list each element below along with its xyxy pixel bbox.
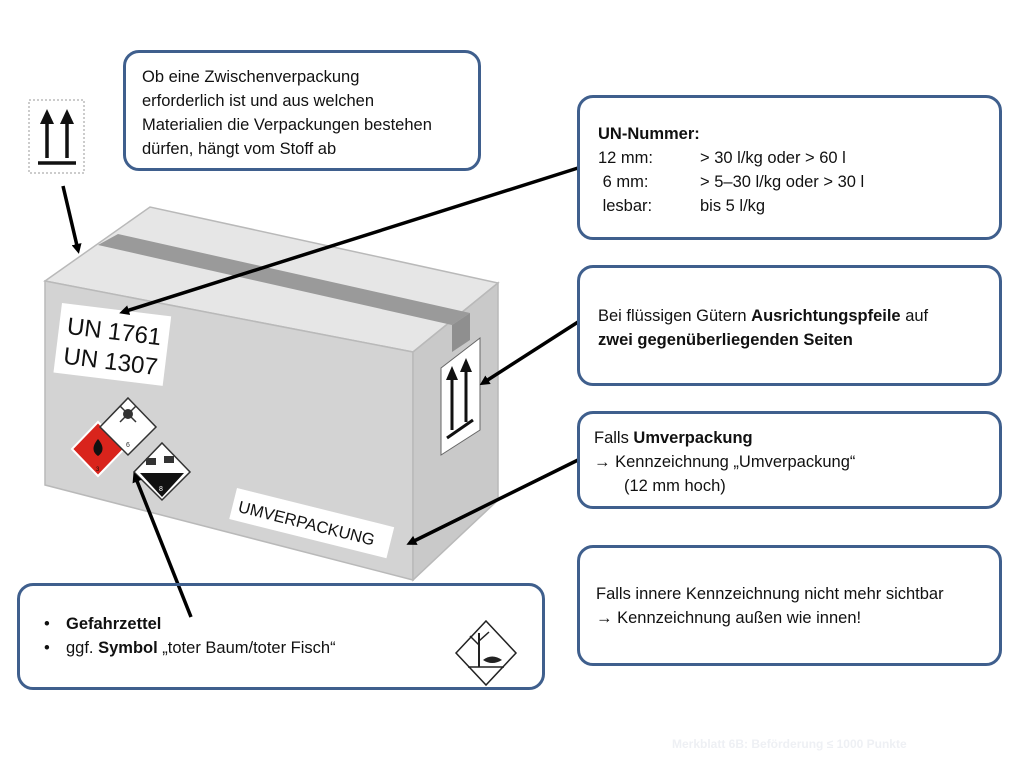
hazard-item-1-text: Gefahrzettel xyxy=(66,615,162,633)
un-row-value: > 30 l/kg oder > 60 l xyxy=(700,149,846,167)
packaging-line-3: Materialien die Verpackungen bestehen xyxy=(142,116,432,134)
callout-overpack: Falls Umverpackung → Kennzeichnung „Umve… xyxy=(577,411,1002,509)
box-tape-side xyxy=(452,313,470,352)
callout-un-number: UN-Nummer: 12 mm: > 30 l/kg oder > 60 l … xyxy=(577,95,1002,240)
box-tape xyxy=(98,234,470,325)
corrosive-class-number: 8 xyxy=(159,486,163,493)
hazard-item-2-pre: ggf. xyxy=(66,639,99,657)
un-row-6mm: 6 mm: > 5–30 l/kg oder > 30 l xyxy=(598,170,981,194)
un-number-title: UN-Nummer: xyxy=(598,125,700,143)
un-row-key: lesbar: xyxy=(598,197,653,215)
callout-hazard-labels: Gefahrzettel ggf. Symbol „toter Baum/tot… xyxy=(17,583,545,690)
hazard-item-2-post: „toter Baum/toter Fisch“ xyxy=(157,639,336,657)
inner-line-2: → Kennzeichnung außen wie innen! xyxy=(596,609,862,627)
callout-orientation-arrows: Bei flüssigen Gütern Ausrichtungspfeile … xyxy=(577,265,1002,386)
un-row-12mm: 12 mm: > 30 l/kg oder > 60 l xyxy=(598,146,981,170)
flame-class-number: 3 xyxy=(96,467,100,473)
hazard-item-1: Gefahrzettel xyxy=(34,612,528,636)
packaging-line-2: erforderlich ist und aus welchen xyxy=(142,92,375,110)
footer-note: Merkblatt 6B: Beförderung ≤ 1000 Punkte xyxy=(672,737,907,751)
overpack-line-2: → Kennzeichnung „Umverpackung“ xyxy=(594,453,856,471)
un-row-value: > 5–30 l/kg oder > 30 l xyxy=(700,173,865,191)
packaging-line-1: Ob eine Zwischenverpackung xyxy=(142,68,360,86)
arrow-to-overpack-label xyxy=(406,458,579,545)
hazard-item-2: ggf. Symbol „toter Baum/toter Fisch“ xyxy=(34,636,528,660)
arrows-line-2: zwei gegenüberliegenden Seiten xyxy=(598,328,981,352)
un-row-value: bis 5 l/kg xyxy=(700,197,766,215)
pointer-arrows xyxy=(61,166,579,618)
callout-packaging: Ob eine Zwischenverpackung erforderlich … xyxy=(123,50,481,171)
orientation-arrows-on-box xyxy=(440,336,481,456)
overpack-line-1: Falls Umverpackung xyxy=(594,426,985,450)
overpack-bold: Umverpackung xyxy=(633,429,753,447)
un-row-readable: lesbar: bis 5 l/kg xyxy=(598,194,981,218)
arrows-pre: Bei flüssigen Gütern xyxy=(598,307,752,325)
arrow-to-hazard-labels xyxy=(132,472,193,618)
overpack-line-3: (12 mm hoch) xyxy=(624,477,726,495)
hazard-label-corrosive: 8 xyxy=(132,441,192,502)
un-row-key: 6 mm: xyxy=(598,173,649,191)
un-number-label: UN 1761 UN 1307 xyxy=(53,303,172,386)
skull-class-number: 6 xyxy=(126,442,130,449)
overpack-pre: Falls xyxy=(594,429,634,447)
arrows-bold-2: zwei gegenüberliegenden Seiten xyxy=(598,331,853,349)
arrows-post: auf xyxy=(900,307,929,325)
arrows-bold-1: Ausrichtungspfeile xyxy=(751,307,901,325)
un-row-key: 12 mm: xyxy=(598,149,654,167)
arrow-to-orientation-label xyxy=(479,320,579,386)
hazard-item-2-bold: Symbol xyxy=(98,639,158,657)
packaging-line-4: dürfen, hängt vom Stoff ab xyxy=(142,140,337,158)
inner-line-1: Falls innere Kennzeichnung nicht mehr si… xyxy=(596,585,944,603)
arrow-to-box-top xyxy=(61,185,82,254)
callout-inner-marking: Falls innere Kennzeichnung nicht mehr si… xyxy=(577,545,1002,666)
orientation-arrows-icon xyxy=(28,99,85,174)
hazard-list: Gefahrzettel ggf. Symbol „toter Baum/tot… xyxy=(34,612,528,660)
arrows-line-1: Bei flüssigen Gütern Ausrichtungspfeile … xyxy=(598,304,981,328)
arrow-to-un-label xyxy=(119,166,579,315)
hazard-label-skull: 6 xyxy=(98,396,158,457)
